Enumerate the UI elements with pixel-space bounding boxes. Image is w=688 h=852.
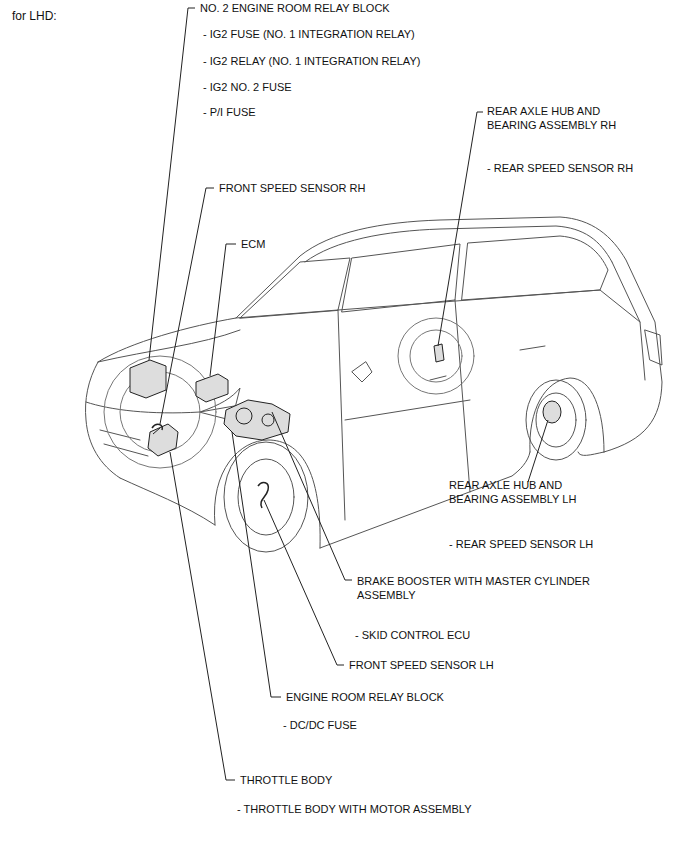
part-name: REAR AXLE HUB AND BEARING ASSEMBLY LH	[449, 478, 599, 506]
diagram-title: for LHD:	[12, 9, 57, 23]
part-name: FRONT SPEED SENSOR LH	[349, 658, 494, 672]
sub-part-name: - DC/DC FUSE	[283, 718, 357, 732]
sub-part-name: - IG2 RELAY (NO. 1 INTEGRATION RELAY)	[203, 54, 420, 68]
sub-part-name: - IG2 FUSE (NO. 1 INTEGRATION RELAY)	[203, 27, 415, 41]
part-name: FRONT SPEED SENSOR RH	[219, 181, 366, 195]
part-name: NO. 2 ENGINE ROOM RELAY BLOCK	[200, 1, 390, 15]
part-name: BRAKE BOOSTER WITH MASTER CYLINDER ASSEM…	[357, 574, 619, 602]
sub-part-name: - SKID CONTROL ECU	[355, 628, 470, 642]
part-name: ENGINE ROOM RELAY BLOCK	[286, 690, 444, 704]
sub-part-name: - REAR SPEED SENSOR LH	[449, 537, 593, 551]
sub-part-name: - REAR SPEED SENSOR RH	[487, 161, 633, 175]
sub-part-name: - IG2 NO. 2 FUSE	[203, 80, 292, 94]
sub-part-name: - THROTTLE BODY WITH MOTOR ASSEMBLY	[237, 802, 472, 816]
part-name: ECM	[241, 237, 265, 251]
part-name: THROTTLE BODY	[240, 773, 332, 787]
part-name: REAR AXLE HUB AND BEARING ASSEMBLY RH	[487, 104, 637, 132]
sub-part-name: - P/I FUSE	[203, 105, 256, 119]
